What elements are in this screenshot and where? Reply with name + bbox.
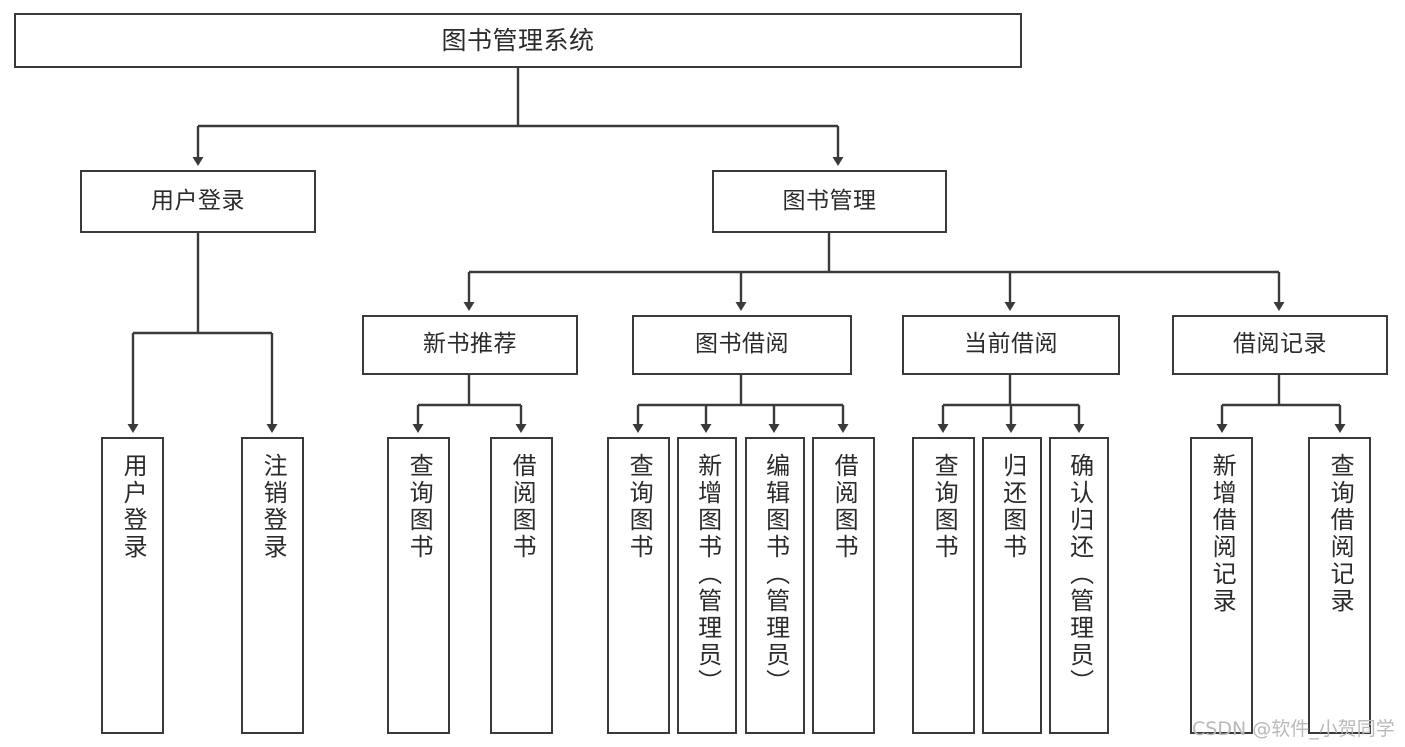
leaf-new-book-query-book[interactable]: 查询图书 <box>387 437 450 734</box>
leaf-new-book-borrow-book[interactable]: 借阅图书 <box>490 437 553 734</box>
leaf-user-login-login[interactable]: 用户登录 <box>101 437 164 734</box>
node-label: 新书推荐 <box>423 331 517 358</box>
node-label: 图书管理 <box>782 187 877 214</box>
leaf-current-borrow-return-book[interactable]: 归还图书 <box>982 437 1042 734</box>
leaf-borrow-record-add-record[interactable]: 新增借阅记录 <box>1190 437 1253 734</box>
node-label: 查询借阅记录 <box>1326 453 1355 615</box>
node-current-borrow[interactable]: 当前借阅 <box>902 315 1120 375</box>
node-label: 注销登录 <box>259 453 288 561</box>
leaf-borrow-record-query-record[interactable]: 查询借阅记录 <box>1308 437 1371 734</box>
node-label: 新增图书（管理员） <box>693 453 722 696</box>
node-label: 编辑图书（管理员） <box>761 453 790 696</box>
leaf-book-borrow-query-book[interactable]: 查询图书 <box>607 437 670 734</box>
node-label: 图书管理系统 <box>441 25 595 55</box>
node-user-login[interactable]: 用户登录 <box>80 170 316 233</box>
leaf-book-borrow-add-book-admin[interactable]: 新增图书（管理员） <box>677 437 737 734</box>
node-label: 用户登录 <box>119 453 148 561</box>
node-book-borrow[interactable]: 图书借阅 <box>632 315 852 375</box>
node-label: 用户登录 <box>151 187 245 214</box>
node-borrow-record[interactable]: 借阅记录 <box>1172 315 1388 375</box>
node-label: 借阅图书 <box>830 453 859 561</box>
node-label: 查询图书 <box>405 453 434 561</box>
node-label: 查询图书 <box>625 453 654 561</box>
node-label: 新增借阅记录 <box>1208 453 1237 615</box>
node-label: 借阅记录 <box>1233 331 1327 358</box>
leaf-book-borrow-borrow-book[interactable]: 借阅图书 <box>812 437 875 734</box>
leaf-current-borrow-query-book[interactable]: 查询图书 <box>912 437 975 734</box>
node-label: 查询图书 <box>930 453 959 561</box>
node-label: 借阅图书 <box>508 453 537 561</box>
leaf-book-borrow-edit-book-admin[interactable]: 编辑图书（管理员） <box>745 437 805 734</box>
node-label: 当前借阅 <box>964 331 1058 358</box>
node-book-management[interactable]: 图书管理 <box>712 170 947 233</box>
node-root-book-management-system[interactable]: 图书管理系统 <box>14 13 1022 68</box>
node-label: 确认归还（管理员） <box>1065 453 1094 696</box>
node-label: 归还图书 <box>998 453 1027 561</box>
leaf-current-borrow-confirm-return-admin[interactable]: 确认归还（管理员） <box>1049 437 1109 734</box>
node-label: 图书借阅 <box>695 331 789 358</box>
node-new-book-recommend[interactable]: 新书推荐 <box>362 315 578 375</box>
leaf-user-login-logout[interactable]: 注销登录 <box>241 437 304 734</box>
